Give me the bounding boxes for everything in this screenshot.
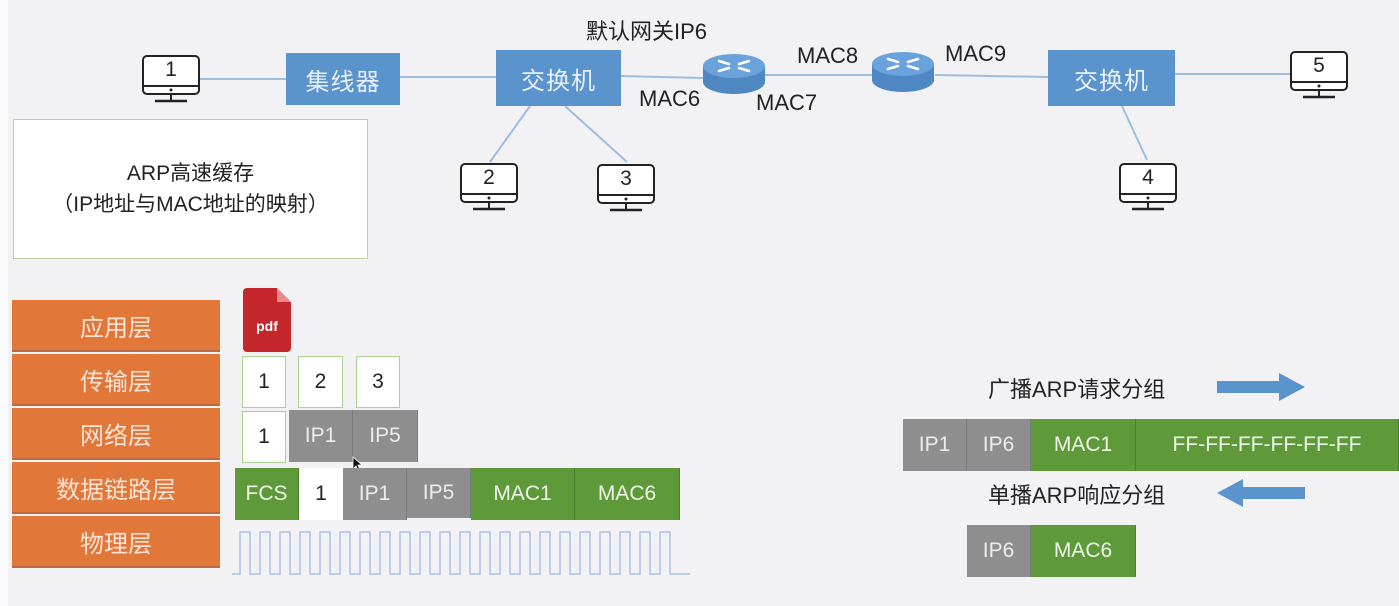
arrow-right-icon <box>1217 373 1305 401</box>
arp-reply-label: 单播ARP响应分组 <box>988 483 1166 508</box>
computer-icon <box>597 164 655 212</box>
switch-right[interactable]: 交换机 <box>1048 50 1175 106</box>
host-number: 4 <box>1142 166 1154 189</box>
computer-icon <box>142 55 200 103</box>
switch-left[interactable]: 交换机 <box>496 50 621 106</box>
packet-dst-ip: IP5 <box>353 410 418 462</box>
computer-icon <box>1119 163 1177 211</box>
arp-cache-box: ARP高速缓存 （IP地址与MAC地址的映射） <box>13 119 368 259</box>
frame-fcs: FCS <box>235 468 299 520</box>
segment-1: 1 <box>242 356 286 408</box>
link-switch-pc4 <box>1121 105 1148 161</box>
link-router2-switch <box>934 74 1049 78</box>
computer-icon <box>460 163 518 211</box>
mac9-label: MAC9 <box>945 41 1007 66</box>
frame-dst-ip: IP5 <box>407 468 471 518</box>
router-1[interactable] <box>701 52 767 98</box>
arp-request-broadcast-mac: FF-FF-FF-FF-FF-FF <box>1136 419 1399 471</box>
segment-2: 2 <box>298 356 343 408</box>
packet-data: 1 <box>242 411 286 463</box>
host-4[interactable]: 4 <box>1118 163 1178 213</box>
frame-src-mac: MAC1 <box>471 468 575 520</box>
mac7-label: MAC7 <box>756 90 818 115</box>
segment-3: 3 <box>356 356 400 408</box>
router-icon <box>872 52 934 92</box>
arp-reply-mac: MAC6 <box>1031 525 1136 577</box>
layer-data-link: 数据链路层 <box>12 462 220 514</box>
packet-src-ip: IP1 <box>289 410 353 462</box>
host-number: 2 <box>483 166 495 189</box>
link-switch-router1 <box>620 75 704 79</box>
arp-request-sender-ip: IP1 <box>903 419 967 471</box>
frame-src-ip: IP1 <box>343 468 407 520</box>
router-icon <box>703 54 765 94</box>
link-switch-pc2 <box>489 105 531 163</box>
layer-physical: 物理层 <box>12 516 220 568</box>
frame-dst-mac: MAC6 <box>575 468 680 520</box>
host-5[interactable]: 5 <box>1289 51 1349 101</box>
router-2[interactable] <box>870 50 936 96</box>
layer-application: 应用层 <box>12 300 220 352</box>
arp-cache-subtitle: （IP地址与MAC地址的映射） <box>52 193 329 216</box>
default-gateway-label: 默认网关IP6 <box>586 19 708 44</box>
host-3[interactable]: 3 <box>596 164 656 214</box>
frame-data: 1 <box>299 468 343 520</box>
layer-transport: 传输层 <box>12 354 220 406</box>
left-edge <box>0 0 8 606</box>
arrow-left-icon <box>1217 479 1305 507</box>
host-number: 3 <box>620 167 632 190</box>
pdf-file-icon: pdf <box>243 288 291 352</box>
host-number: 1 <box>165 58 177 81</box>
mac8-label: MAC8 <box>797 43 859 68</box>
host-2[interactable]: 2 <box>459 163 519 213</box>
arp-request-target-ip: IP6 <box>967 419 1031 471</box>
link-switch-pc3 <box>564 105 628 163</box>
host-number: 5 <box>1313 54 1325 77</box>
layer-network: 网络层 <box>12 408 220 460</box>
arp-cache-title: ARP高速缓存 <box>126 162 255 185</box>
arp-request-label: 广播ARP请求分组 <box>988 377 1166 402</box>
hub-device[interactable]: 集线器 <box>286 53 400 105</box>
physical-signal-waveform <box>232 531 690 575</box>
mac6-label: MAC6 <box>639 86 701 111</box>
pdf-label: pdf <box>256 318 278 334</box>
computer-icon <box>1290 51 1348 99</box>
arp-request-sender-mac: MAC1 <box>1031 419 1136 471</box>
host-1[interactable]: 1 <box>141 55 201 105</box>
arp-reply-ip: IP6 <box>967 525 1031 577</box>
